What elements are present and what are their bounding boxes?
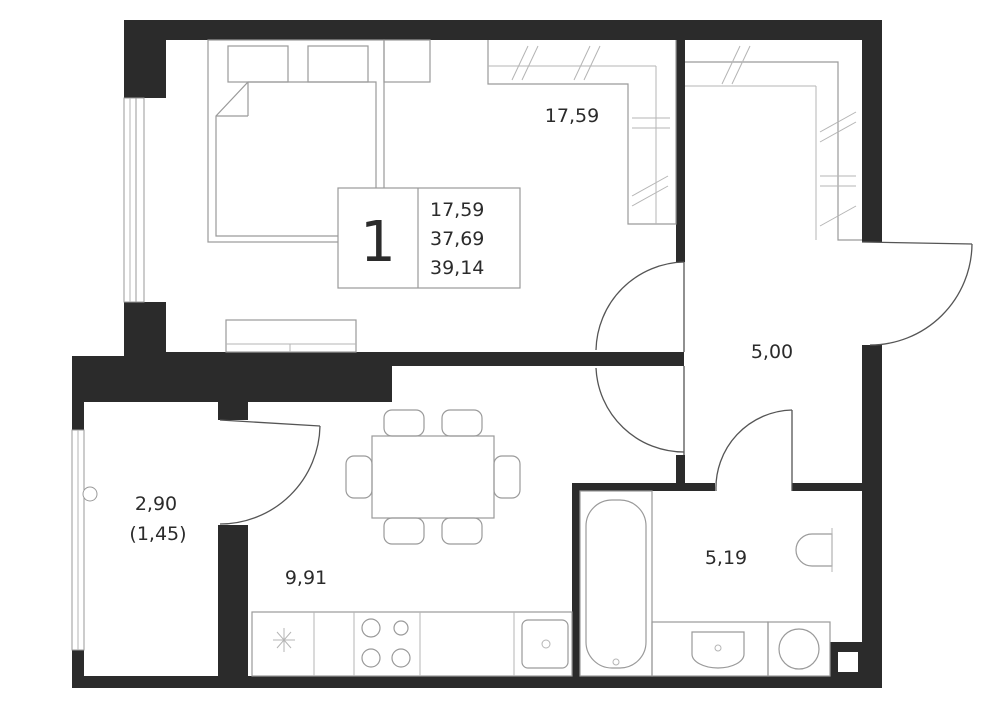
stove-burner xyxy=(393,620,409,636)
sink xyxy=(521,619,569,669)
living-area: 17,59 xyxy=(430,199,484,221)
wardrobe xyxy=(487,40,677,225)
wall-bath-top-right xyxy=(792,483,862,491)
room-labels: 17,59 5,00 9,91 5,19 2,90 (1,45) xyxy=(129,105,793,589)
hall-wardrobe xyxy=(685,61,862,241)
total-with-balcony: 39,14 xyxy=(430,257,484,279)
stove-burner xyxy=(391,648,411,668)
washing-machine xyxy=(767,621,831,677)
tv-stand xyxy=(225,319,357,353)
toilet xyxy=(795,533,833,567)
wall-bedroom-hall xyxy=(676,40,685,262)
bathroom-door-arc xyxy=(715,409,793,492)
summary-box: 1 17,59 37,69 39,14 xyxy=(337,187,521,289)
bathtub-basin xyxy=(585,499,647,669)
washbasin xyxy=(691,631,745,669)
hall-furniture xyxy=(685,45,862,241)
total-area: 37,69 xyxy=(430,228,484,250)
wall-pillar xyxy=(218,380,248,420)
dining-table xyxy=(371,435,495,519)
bedroom-furniture xyxy=(207,39,677,353)
kitchen-door-arc xyxy=(595,367,685,453)
nightstand xyxy=(383,39,431,83)
wall-bottom xyxy=(72,676,882,688)
wall-right-upper xyxy=(862,20,882,242)
bed xyxy=(207,39,385,243)
kitchen-counter xyxy=(251,611,573,677)
stove-burner xyxy=(361,618,381,638)
wall-hall-stub xyxy=(676,455,685,491)
chair xyxy=(441,409,483,437)
chair xyxy=(493,455,521,499)
chair xyxy=(345,455,373,499)
fridge-icon xyxy=(273,628,295,652)
kitchen-area: 9,91 xyxy=(285,567,327,589)
stove-burner xyxy=(361,648,381,668)
bathroom-furniture xyxy=(579,490,833,677)
wall-bath-top-left xyxy=(572,483,715,491)
bathtub xyxy=(579,490,653,677)
windows xyxy=(71,97,145,651)
blanket xyxy=(215,81,377,237)
wall-right-lower xyxy=(862,345,882,688)
walls xyxy=(72,20,882,688)
wall-bath-left xyxy=(572,483,580,688)
bedroom-area: 17,59 xyxy=(545,105,599,127)
chair xyxy=(383,517,425,545)
wall-left-upper xyxy=(124,20,166,98)
bathroom-area: 5,19 xyxy=(705,547,747,569)
balcony-handle-icon xyxy=(82,486,98,502)
hall-area: 5,00 xyxy=(751,341,793,363)
chair xyxy=(383,409,425,437)
balcony-door-arc xyxy=(219,425,321,525)
pillow-left xyxy=(227,45,289,83)
balcony-reduced-area: (1,45) xyxy=(129,523,186,545)
wall-top xyxy=(124,20,882,40)
balcony-area: 2,90 xyxy=(135,493,177,515)
doors xyxy=(219,241,973,525)
bedroom-door-arc xyxy=(595,261,685,351)
entrance-door-arc xyxy=(869,243,973,346)
pillow-right xyxy=(307,45,369,83)
rooms-count: 1 xyxy=(360,210,396,275)
chair xyxy=(441,517,483,545)
kitchen-furniture xyxy=(251,409,573,677)
wall-kitchen-left xyxy=(218,525,248,688)
